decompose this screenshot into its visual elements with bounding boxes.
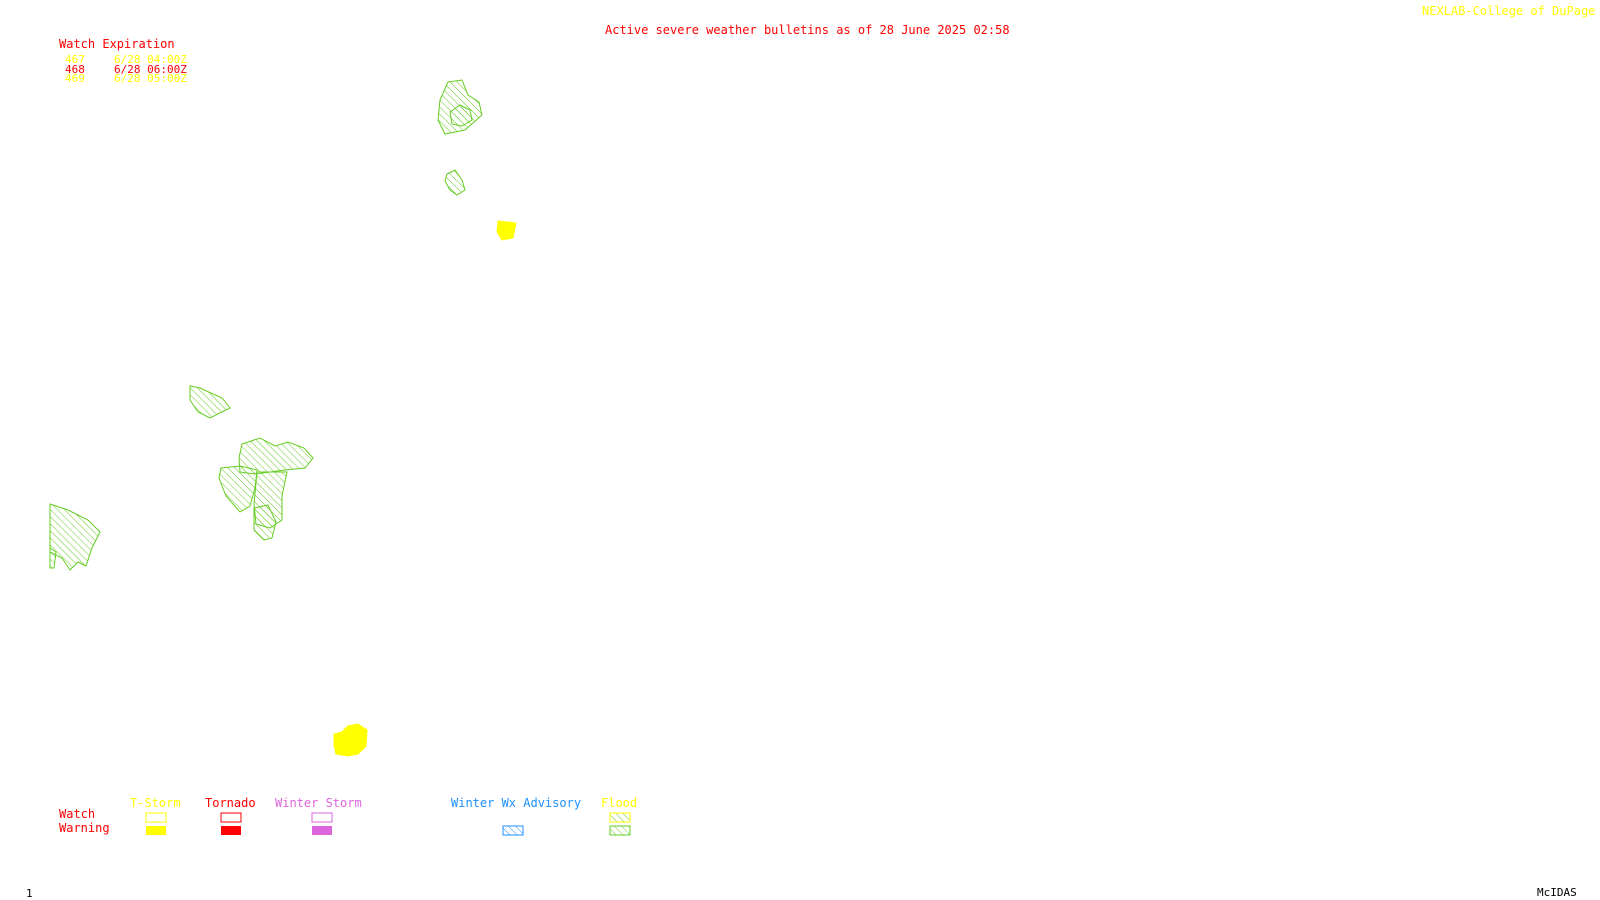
tornado-warning-swatch xyxy=(221,826,241,835)
legend-category-winter-wx-advisory: Winter Wx Advisory xyxy=(451,796,582,810)
watch-id: 468 xyxy=(65,63,85,76)
tstorm-warning-swatch xyxy=(146,826,166,835)
flood-area xyxy=(449,104,473,127)
flood-warning-polygons xyxy=(49,79,483,571)
tstorm-warning-polygons xyxy=(333,220,517,757)
winter-wx-advisory-swatch xyxy=(502,825,524,836)
winter-storm-warning-swatch xyxy=(312,826,332,835)
watch-id: 469 xyxy=(65,72,85,85)
software-label: McIDAS xyxy=(1537,886,1577,899)
watch-expiration-heading: Watch Expiration xyxy=(59,37,175,51)
flood-area xyxy=(218,465,258,513)
watch-expire-time: 6/28 04:00Z xyxy=(114,53,187,66)
flood-area xyxy=(49,503,101,571)
legend-swatches xyxy=(145,812,631,836)
flood-area xyxy=(253,504,277,541)
flood-area xyxy=(189,385,231,419)
legend-category-winter-storm: Winter Storm xyxy=(275,796,362,810)
tstorm-warning-area xyxy=(496,220,517,241)
frame-number: 1 xyxy=(26,887,33,900)
flood-watch-swatch xyxy=(609,812,631,823)
winter-storm-watch-swatch xyxy=(311,812,333,823)
watch-id: 467 xyxy=(65,53,85,66)
tstorm-warning-area xyxy=(333,723,368,757)
watch-expire-time: 6/28 06:00Z xyxy=(114,63,187,76)
tstorm-watch-swatch xyxy=(145,812,167,823)
credit-label: NEXLAB-College of DuPage R xyxy=(1422,4,1600,18)
page-title: Active severe weather bulletins as of 28… xyxy=(605,23,1010,37)
flood-area xyxy=(49,547,57,569)
legend-row-watch: Watch xyxy=(59,807,96,821)
legend-category-tornado: Tornado xyxy=(205,796,256,810)
legend-category-flood: Flood xyxy=(601,796,638,810)
flood-warning-swatch xyxy=(609,825,631,836)
legend-category-tstorm: T-Storm xyxy=(130,796,181,810)
flood-area xyxy=(444,169,466,196)
legend-row-warning: Warning xyxy=(59,821,110,835)
watch-expire-time: 6/28 05:00Z xyxy=(114,72,187,85)
tornado-watch-swatch xyxy=(220,812,242,823)
